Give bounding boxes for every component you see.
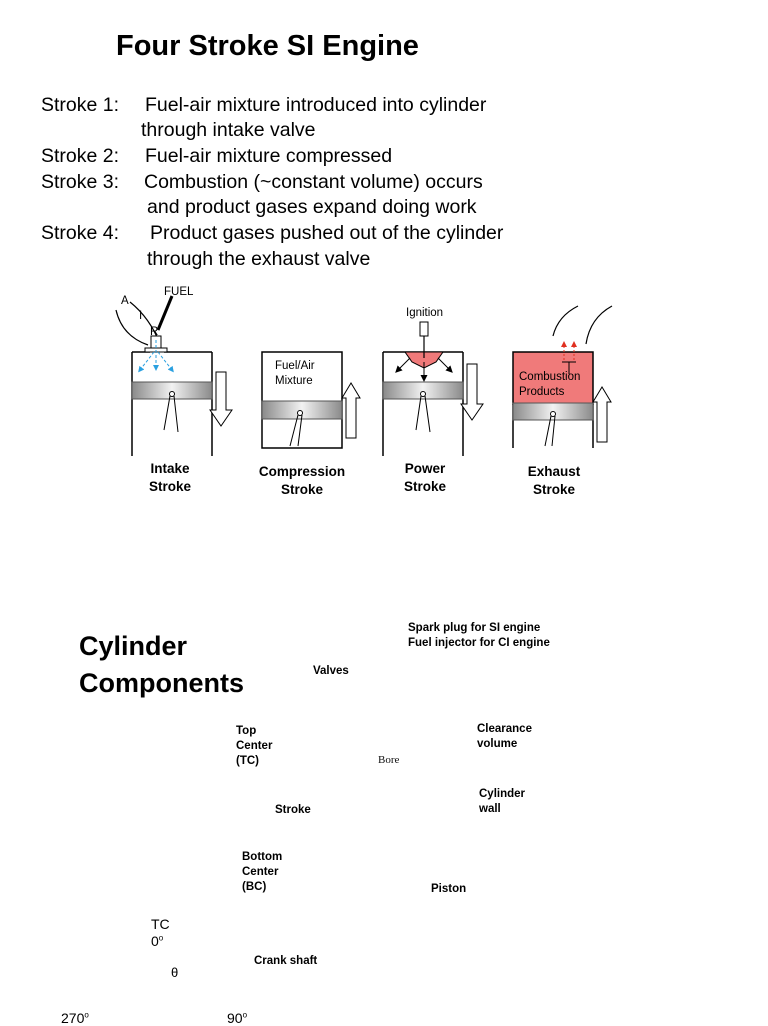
piston-label: Piston <box>431 883 467 895</box>
stroke-1-cont: through intake valve <box>141 119 316 141</box>
label-line: volume <box>477 738 518 750</box>
tc-label: TC <box>151 916 170 932</box>
top-center-label: Top Center (TC) <box>236 724 272 769</box>
crank-shaft-label: Crank shaft <box>254 955 318 967</box>
stroke-4-text: Product gases pushed out of the cylinder <box>150 222 504 244</box>
fuel-air-label-2: Mixture <box>275 375 313 387</box>
theta-label: θ <box>171 965 179 980</box>
fuel-air-label-1: Fuel/Air <box>275 360 315 372</box>
combustion-label-2: Products <box>519 386 565 398</box>
ignition-label: Ignition <box>406 307 444 319</box>
caption-line: Stroke <box>148 479 192 494</box>
caption-line: Stroke <box>403 479 447 494</box>
caption-line: Stroke <box>532 482 576 497</box>
cylinder-components-title: Cylinder Components <box>79 628 244 702</box>
exhaust-cylinder <box>512 305 613 448</box>
stroke-label: Stroke <box>275 804 311 816</box>
clearance-volume-label: Clearance volume <box>477 722 532 752</box>
stroke-3-text: Combustion (~constant volume) occurs <box>144 171 483 193</box>
valves-label: Valves <box>313 665 349 677</box>
title-line: Components <box>79 668 244 698</box>
page-title: Four Stroke SI Engine <box>116 30 419 62</box>
zero-degree-label: 0o <box>151 933 163 949</box>
intake-cylinder <box>115 295 233 456</box>
caption-line: Stroke <box>280 482 324 497</box>
degree-mark: o <box>242 1010 248 1020</box>
title-line: Cylinder <box>79 631 188 661</box>
caption-line: Compression <box>258 464 346 479</box>
degree-value: 0 <box>151 933 159 949</box>
compression-stroke-caption: Compression Stroke <box>252 463 352 499</box>
air-letter-i: I <box>139 310 143 322</box>
power-stroke-caption: Power Stroke <box>385 460 465 496</box>
degree-mark: o <box>84 1010 89 1020</box>
caption-line: Exhaust <box>527 464 581 479</box>
compression-cylinder <box>261 351 361 449</box>
label-line: wall <box>479 803 501 815</box>
label-line: Cylinder <box>479 788 526 800</box>
combustion-label-1: Combustion <box>519 371 581 383</box>
air-letter-a: A <box>121 295 129 307</box>
stroke-1-label: Stroke 1: <box>41 94 120 116</box>
exhaust-stroke-caption: Exhaust Stroke <box>514 463 594 499</box>
label-line: Center <box>236 740 273 752</box>
label-line: Clearance <box>477 723 532 735</box>
bottom-center-label: Bottom Center (BC) <box>242 850 282 895</box>
fuel-label: FUEL <box>164 286 194 298</box>
stroke-4-cont: through the exhaust valve <box>147 248 371 270</box>
spark-plug-label: Spark plug for SI engine Fuel injector f… <box>408 621 550 651</box>
caption-line: Power <box>404 461 446 476</box>
power-cylinder <box>382 321 484 456</box>
label-line: Center <box>242 866 279 878</box>
stroke-1-text: Fuel-air mixture introduced into cylinde… <box>145 94 487 116</box>
label-line: Spark plug for SI engine <box>408 622 541 634</box>
stroke-2-text: Fuel-air mixture compressed <box>145 145 393 167</box>
label-line: (BC) <box>242 881 267 893</box>
cylinder-wall-label: Cylinder wall <box>479 787 525 817</box>
bore-label: Bore <box>378 754 400 766</box>
intake-stroke-caption: Intake Stroke <box>130 460 210 496</box>
90-degree-label: 90o <box>227 1010 247 1026</box>
label-line: Top <box>236 725 257 737</box>
label-line: Bottom <box>242 851 283 863</box>
label-line: Fuel injector for CI engine <box>408 637 550 649</box>
air-letter-r: R <box>150 326 159 338</box>
label-line: (TC) <box>236 755 259 767</box>
degree-value: 90 <box>227 1010 243 1026</box>
stroke-3-label: Stroke 3: <box>41 171 120 193</box>
caption-line: Intake <box>150 461 190 476</box>
four-stroke-diagram <box>115 295 613 456</box>
270-degree-label: 270o <box>61 1010 89 1026</box>
stroke-2-label: Stroke 2: <box>41 145 120 167</box>
degree-value: 270 <box>61 1010 85 1026</box>
stroke-4-label: Stroke 4: <box>41 222 120 244</box>
degree-mark: o <box>158 933 164 943</box>
stroke-3-cont: and product gases expand doing work <box>147 196 477 218</box>
